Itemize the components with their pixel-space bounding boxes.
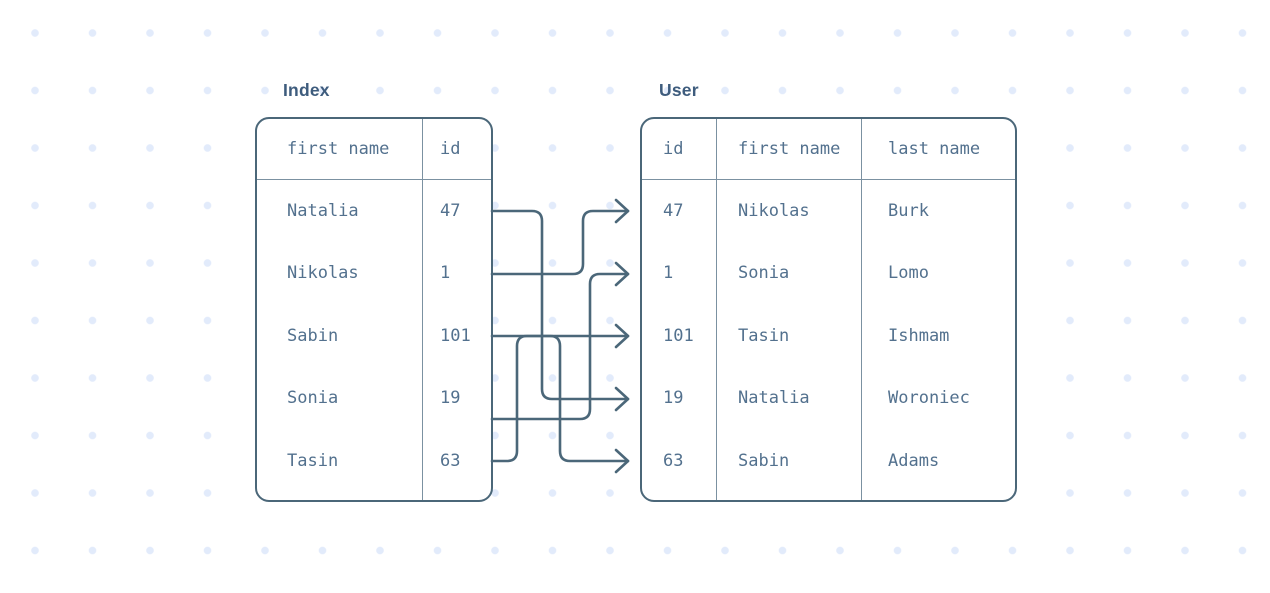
index-header-row: first name id <box>257 119 491 180</box>
user-cell-first-name: Tasin <box>738 325 790 346</box>
table-row: Tasin 63 <box>257 430 491 493</box>
index-table: first name id Natalia 47 Nikolas 1 Sabin… <box>255 117 493 502</box>
user-cell-first-name: Sabin <box>738 450 790 471</box>
index-cell-id: 63 <box>440 450 461 471</box>
index-cell-id: 47 <box>440 200 461 221</box>
user-header-first-name: first name <box>738 138 841 159</box>
index-column-divider <box>421 119 423 500</box>
index-cell-first-name: Nikolas <box>287 263 359 284</box>
table-row: Sabin 101 <box>257 305 491 368</box>
user-header-id: id <box>663 138 684 159</box>
table-row: 1 Sonia Lomo <box>642 242 1015 305</box>
index-cell-id: 101 <box>440 325 471 346</box>
user-cell-id: 47 <box>663 200 684 221</box>
user-header-row: id first name last name <box>642 119 1015 180</box>
user-cell-last-name: Adams <box>888 450 940 471</box>
user-table: id first name last name 47 Nikolas Burk … <box>640 117 1017 502</box>
table-row: Nikolas 1 <box>257 242 491 305</box>
index-cell-first-name: Sabin <box>287 325 339 346</box>
user-table-title: User <box>659 80 699 100</box>
index-cell-first-name: Sonia <box>287 388 339 409</box>
user-cell-id: 101 <box>663 325 694 346</box>
table-row: Natalia 47 <box>257 180 491 243</box>
table-row: Sonia 19 <box>257 367 491 430</box>
table-row: 101 Tasin Ishmam <box>642 305 1015 368</box>
user-cell-last-name: Burk <box>888 200 929 221</box>
table-row: 63 Sabin Adams <box>642 430 1015 493</box>
user-cell-last-name: Woroniec <box>888 388 970 409</box>
index-header-id: id <box>440 138 461 159</box>
index-header-first-name: first name <box>287 138 390 159</box>
user-column-divider <box>860 119 862 500</box>
index-cell-first-name: Tasin <box>287 450 339 471</box>
index-cell-id: 1 <box>440 263 451 284</box>
user-cell-first-name: Sonia <box>738 263 790 284</box>
user-cell-first-name: Nikolas <box>738 200 810 221</box>
user-cell-first-name: Natalia <box>738 388 810 409</box>
table-row: 19 Natalia Woroniec <box>642 367 1015 430</box>
table-row: 47 Nikolas Burk <box>642 180 1015 243</box>
user-cell-id: 63 <box>663 450 684 471</box>
index-table-title: Index <box>283 80 330 100</box>
user-cell-last-name: Lomo <box>888 263 929 284</box>
user-cell-id: 19 <box>663 388 684 409</box>
user-header-last-name: last name <box>888 138 981 159</box>
user-cell-last-name: Ishmam <box>888 325 950 346</box>
user-cell-id: 1 <box>663 263 674 284</box>
index-cell-first-name: Natalia <box>287 200 359 221</box>
index-cell-id: 19 <box>440 388 461 409</box>
user-column-divider <box>715 119 717 500</box>
